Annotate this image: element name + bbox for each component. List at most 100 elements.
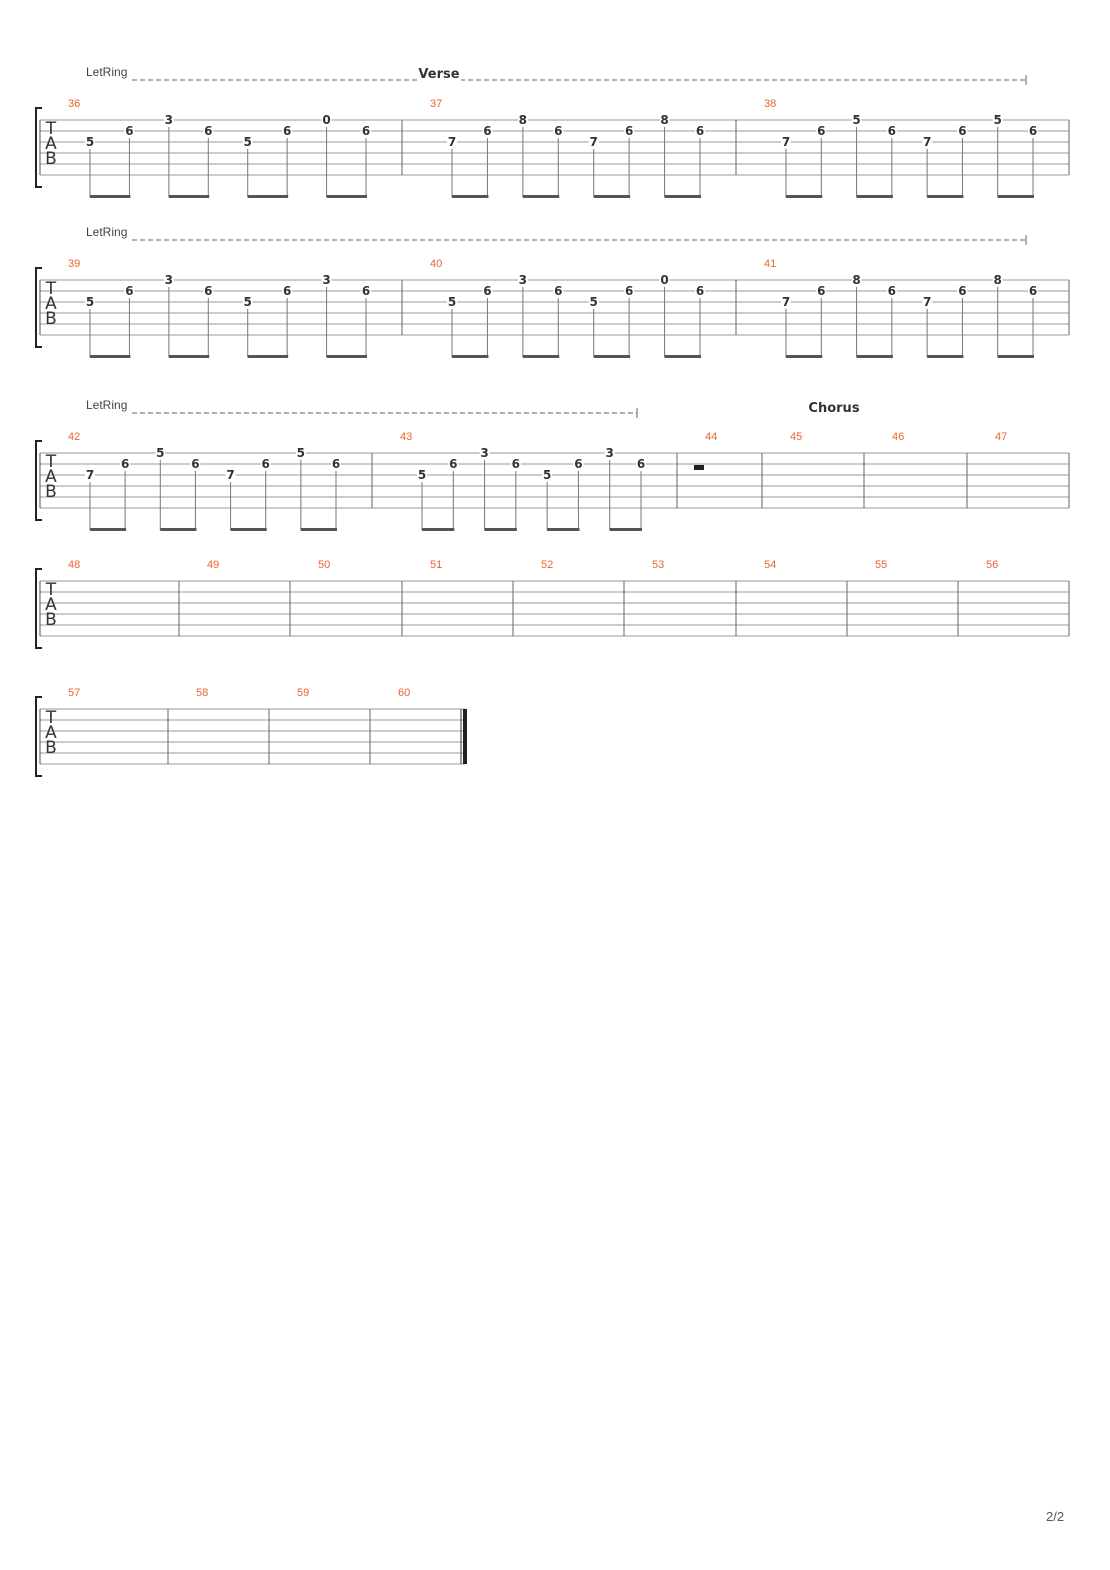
half-rest [694,465,704,470]
fret-bg [510,458,521,470]
fret-bg [482,285,493,297]
bar-number: 43 [400,431,412,443]
fret-bg [282,285,293,297]
fret-bg [482,125,493,137]
fret-number: 6 [262,457,270,471]
fret-number: 7 [86,468,94,482]
fret-bg [624,125,635,137]
let-ring-label: LetRing [86,65,127,79]
fret-bg [361,125,371,137]
fret-bg [851,274,862,286]
fret-number: 6 [554,124,562,138]
bar-number: 55 [875,559,887,571]
fret-bg [517,274,528,286]
bar-number: 54 [764,559,776,571]
note-beam [593,195,631,198]
bar-number: 47 [995,431,1007,443]
note-beam [326,195,367,198]
tab-clef-letter: T [45,119,57,139]
note-beam [230,528,267,531]
tab-clef-letter: A [45,723,57,743]
fret-bg [588,296,599,308]
fret-number: 6 [362,284,370,298]
note-beam [786,195,823,198]
note-beam [90,355,131,358]
fret-bg [225,469,236,481]
fret-number: 6 [283,124,291,138]
fret-number: 3 [519,273,527,287]
fret-bg [695,125,705,137]
bar-number: 59 [297,687,309,699]
system-bracket [35,568,42,649]
fret-number: 3 [165,273,173,287]
fret-number: 7 [590,135,598,149]
fret-bg [242,296,253,308]
note-beam [300,528,337,531]
fret-bg [992,274,1003,286]
note-beam [422,528,455,531]
fret-number: 5 [590,295,598,309]
tab-clef-letter: A [45,294,57,314]
note-beam [522,355,560,358]
note-beam [664,355,701,358]
fret-bg [321,114,332,126]
note-beam [484,528,517,531]
fret-bg [553,285,564,297]
note-beam [168,195,210,198]
fret-bg [163,114,174,126]
fret-number: 5 [543,468,551,482]
fret-bg [203,285,214,297]
note-beam [856,355,893,358]
tab-clef-letter: T [45,452,57,472]
fret-bg [695,285,705,297]
bar-number: 60 [398,687,410,699]
fret-bg [85,469,95,481]
tab-clef-letter: T [45,279,57,299]
bar-number: 51 [430,559,442,571]
bar-number: 49 [207,559,219,571]
fret-number: 5 [297,446,305,460]
fret-bg [659,274,670,286]
fret-number: 5 [244,135,252,149]
fret-bg [190,458,201,470]
fret-bg [163,274,174,286]
bar-number: 46 [892,431,904,443]
fret-number: 8 [994,273,1002,287]
section-marker-bg [417,66,461,81]
fret-bg [886,285,897,297]
fret-bg [1028,285,1038,297]
fret-number: 8 [519,113,527,127]
fret-bg [447,296,457,308]
tab-clef-letter: B [45,610,57,630]
fret-number: 8 [852,273,860,287]
fret-bg [282,125,293,137]
note-beam [160,528,197,531]
note-beam [786,355,823,358]
fret-number: 5 [418,468,426,482]
fret-bg [781,296,791,308]
fret-number: 7 [782,135,790,149]
let-ring-label: LetRing [86,398,127,412]
fret-number: 7 [226,468,234,482]
page-number: 2/2 [1046,1509,1065,1524]
final-barline-thick [463,709,467,764]
fret-number: 3 [322,273,330,287]
note-beam [856,195,893,198]
fret-bg [417,469,427,481]
fret-bg [922,136,933,148]
bar-number: 58 [196,687,208,699]
fret-number: 6 [958,124,966,138]
fret-bg [816,125,827,137]
fret-number: 5 [994,113,1002,127]
let-ring-label: LetRing [86,225,127,239]
fret-bg [295,447,306,459]
fret-number: 3 [480,446,488,460]
tab-clef-letter: A [45,467,57,487]
fret-number: 6 [696,284,704,298]
fret-bg [321,274,332,286]
fret-bg [124,125,135,137]
